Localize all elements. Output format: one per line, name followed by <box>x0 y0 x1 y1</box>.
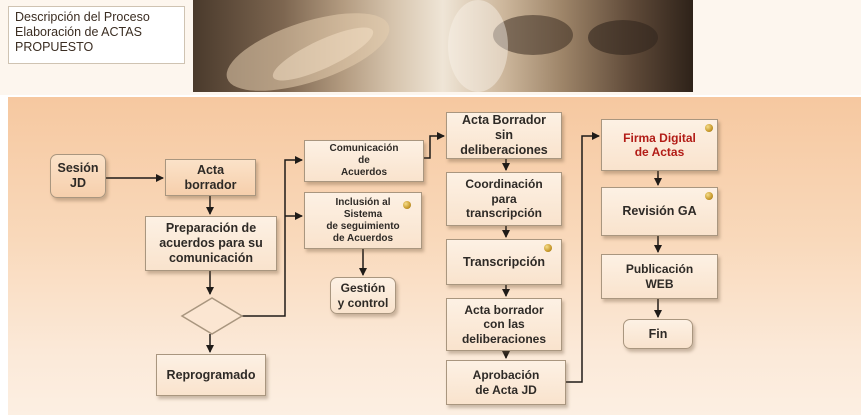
marker-dot-inclusion <box>403 201 411 209</box>
node-inclusion-sistema: Inclusión al Sistema de seguimiento de A… <box>304 192 422 249</box>
process-title-box: Descripción del Proceso Elaboración de A… <box>8 6 185 64</box>
node-firma-digital: Firma Digital de Actas <box>601 119 718 171</box>
node-acta-con-deliberaciones: Acta borrador con las deliberaciones <box>446 298 562 351</box>
process-diagram <box>8 97 861 415</box>
node-aprobacion-acta: Aprobación de Acta JD <box>446 360 566 405</box>
node-acta-sin-deliberaciones: Acta Borrador sin deliberaciones <box>446 112 562 159</box>
title-line-3: PROPUESTO <box>15 40 94 54</box>
node-fin: Fin <box>623 319 693 349</box>
node-acta-borrador: Acta borrador <box>165 159 256 196</box>
header-photo <box>193 0 693 92</box>
node-gestion-control: Gestión y control <box>330 277 396 314</box>
node-preparacion-acuerdos: Preparación de acuerdos para su comunica… <box>145 216 277 271</box>
marker-dot-transcripcion <box>544 244 552 252</box>
node-publicacion-web: Publicación WEB <box>601 254 718 299</box>
node-reprogramado: Reprogramado <box>156 354 266 396</box>
title-line-1: Descripción del Proceso <box>15 10 150 24</box>
node-sesion-jd: Sesión JD <box>50 154 106 198</box>
marker-dot-firma <box>705 124 713 132</box>
node-revision-ga: Revisión GA <box>601 187 718 236</box>
node-coordinacion-transcripcion: Coordinación para transcripción <box>446 172 562 226</box>
title-line-2: Elaboración de ACTAS <box>15 25 142 39</box>
node-transcripcion: Transcripción <box>446 239 562 285</box>
marker-dot-revision <box>705 192 713 200</box>
node-comunicacion-acuerdos: Comunicación de Acuerdos <box>304 140 424 182</box>
